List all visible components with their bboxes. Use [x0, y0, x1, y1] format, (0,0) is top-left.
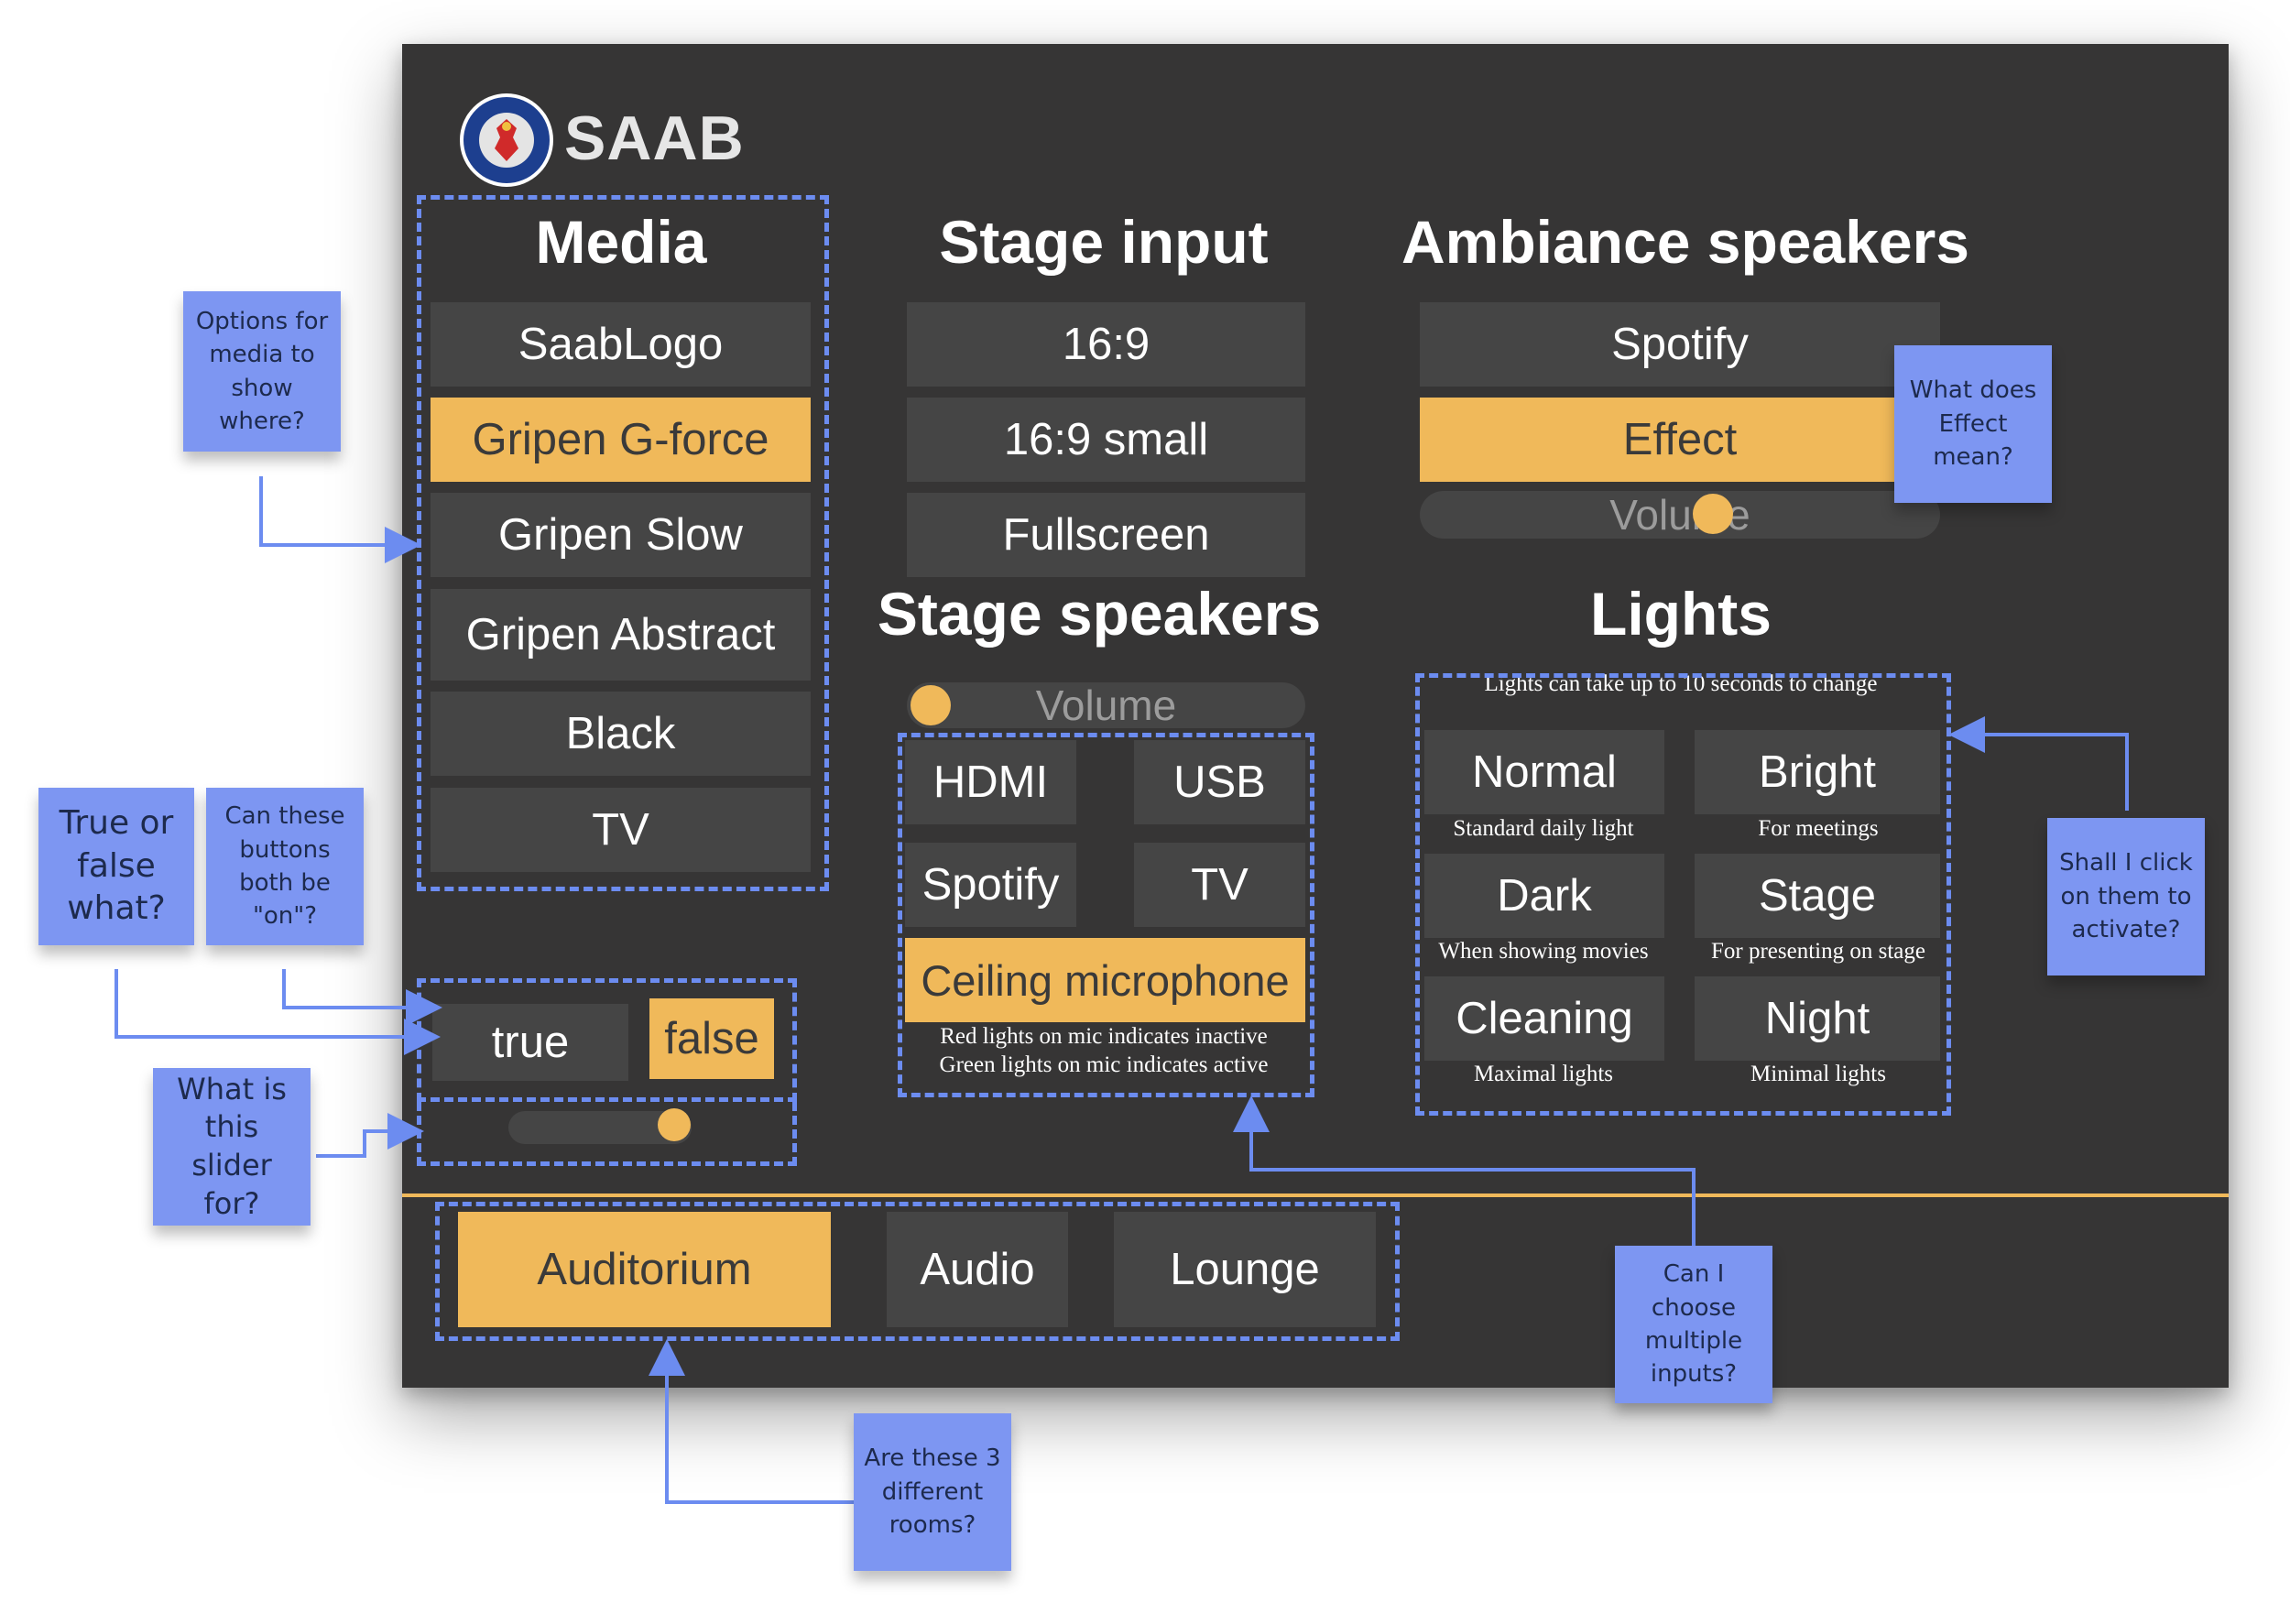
- lights-dark-button[interactable]: Dark: [1424, 854, 1664, 938]
- section-divider: [402, 1193, 2229, 1197]
- stage-input-16-9-small-button[interactable]: 16:9 small: [907, 398, 1305, 482]
- stage-input-heading: Stage input: [939, 208, 1269, 276]
- media-heading: Media: [535, 208, 707, 276]
- stage-volume-label: Volume: [1035, 681, 1177, 729]
- lights-night-button[interactable]: Night: [1695, 976, 1940, 1061]
- stage-speakers-heading: Stage speakers: [877, 580, 1322, 648]
- lights-night-desc: Minimal lights: [1750, 1062, 1886, 1086]
- room-audio-button[interactable]: Audio: [887, 1212, 1068, 1327]
- sticky-note-click-activate: Shall I click on them to activate?: [2047, 818, 2205, 975]
- lights-cleaning-button[interactable]: Cleaning: [1424, 976, 1664, 1061]
- media-tv-button[interactable]: TV: [431, 788, 811, 872]
- lights-bright-desc: For meetings: [1758, 816, 1879, 841]
- media-black-button[interactable]: Black: [431, 692, 811, 776]
- stage-volume-knob[interactable]: [911, 685, 951, 725]
- room-lounge-button[interactable]: Lounge: [1114, 1212, 1376, 1327]
- lights-stage-desc: For presenting on stage: [1711, 939, 1925, 964]
- ceiling-microphone-button[interactable]: Ceiling microphone: [905, 938, 1305, 1022]
- mystery-slider-knob[interactable]: [658, 1108, 691, 1141]
- stage-input-tv-button[interactable]: TV: [1134, 843, 1305, 927]
- ambiance-speakers-heading: Ambiance speakers: [1401, 208, 1969, 276]
- ambiance-spotify-button[interactable]: Spotify: [1420, 302, 1940, 387]
- mic-inactive-note: Red lights on mic indicates inactive: [940, 1024, 1268, 1049]
- room-auditorium-button[interactable]: Auditorium: [458, 1212, 831, 1327]
- media-gripen-abstract-button[interactable]: Gripen Abstract: [431, 589, 811, 681]
- mic-active-note: Green lights on mic indicates active: [939, 1052, 1269, 1077]
- stage-volume-slider[interactable]: [907, 682, 1305, 728]
- sticky-note-media-options: Options for media to show where?: [183, 291, 341, 452]
- lights-heading: Lights: [1590, 580, 1772, 648]
- false-button[interactable]: false: [649, 998, 774, 1079]
- lights-normal-desc: Standard daily light: [1453, 816, 1634, 841]
- sticky-note-slider-for: What is this slider for?: [153, 1068, 311, 1226]
- sticky-note-true-false: True or false what?: [38, 788, 194, 945]
- ambiance-volume-knob[interactable]: [1693, 494, 1733, 534]
- lights-dark-desc: When showing movies: [1438, 939, 1649, 964]
- media-gripen-gforce-button[interactable]: Gripen G-force: [431, 398, 811, 482]
- media-saablogo-button[interactable]: SaabLogo: [431, 302, 811, 387]
- lights-normal-button[interactable]: Normal: [1424, 730, 1664, 814]
- ambiance-volume-slider[interactable]: [1420, 491, 1940, 539]
- stage-input-spotify-button[interactable]: Spotify: [905, 843, 1076, 927]
- stage-input-usb-button[interactable]: USB: [1134, 740, 1305, 824]
- stage-input-hdmi-button[interactable]: HDMI: [905, 740, 1076, 824]
- lights-stage-button[interactable]: Stage: [1695, 854, 1940, 938]
- ambiance-effect-button[interactable]: Effect: [1420, 398, 1940, 482]
- saab-emblem-icon: [460, 93, 553, 187]
- stage-input-16-9-button[interactable]: 16:9: [907, 302, 1305, 387]
- sticky-note-effect-meaning: What does Effect mean?: [1894, 345, 2052, 503]
- brand-wordmark: SAAB: [564, 104, 745, 173]
- stage-input-fullscreen-button[interactable]: Fullscreen: [907, 493, 1305, 577]
- true-button[interactable]: true: [432, 1004, 628, 1081]
- sticky-note-three-rooms: Are these 3 different rooms?: [854, 1413, 1011, 1571]
- sticky-note-multiple-inputs: Can I choose multiple inputs?: [1615, 1246, 1772, 1403]
- sticky-note-both-on: Can these buttons both be "on"?: [206, 788, 364, 945]
- media-gripen-slow-button[interactable]: Gripen Slow: [431, 493, 811, 577]
- lights-bright-button[interactable]: Bright: [1695, 730, 1940, 814]
- lights-cleaning-desc: Maximal lights: [1473, 1062, 1614, 1086]
